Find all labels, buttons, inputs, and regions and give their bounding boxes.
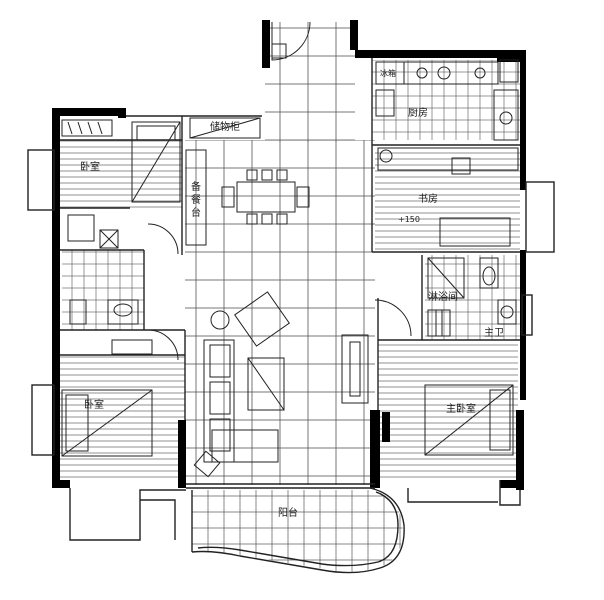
kitchen-label: 厨房 bbox=[408, 106, 428, 119]
sideboard-label: 备 餐 台 bbox=[191, 180, 201, 219]
shower-label: 淋浴间 bbox=[428, 290, 458, 303]
master-bath-label: 主卫 bbox=[484, 327, 504, 339]
master-bedroom-label: 主卧室 bbox=[446, 402, 476, 415]
sideboard-label-char-2: 餐 bbox=[191, 193, 201, 206]
walls bbox=[52, 20, 526, 490]
sideboard-label-char-3: 台 bbox=[191, 206, 201, 219]
second-bedroom-label: 卧室 bbox=[84, 398, 104, 411]
elevation-label: +150 bbox=[398, 215, 420, 224]
storage-cabinet-label: 储物柜 bbox=[210, 120, 240, 133]
balcony-label: 阳台 bbox=[278, 506, 298, 519]
partitions bbox=[27, 58, 555, 574]
sideboard-label-char-1: 备 bbox=[191, 180, 201, 193]
furniture bbox=[61, 21, 519, 478]
room-labels: 储物柜 厨房 卧室 书房 +150 淋浴间 主卫 卧室 主卧室 阳台 冰箱 备 … bbox=[80, 68, 504, 519]
bedroom-label: 卧室 bbox=[80, 160, 100, 173]
study-label: 书房 bbox=[418, 192, 438, 205]
washer-label: 冰箱 bbox=[380, 68, 396, 78]
